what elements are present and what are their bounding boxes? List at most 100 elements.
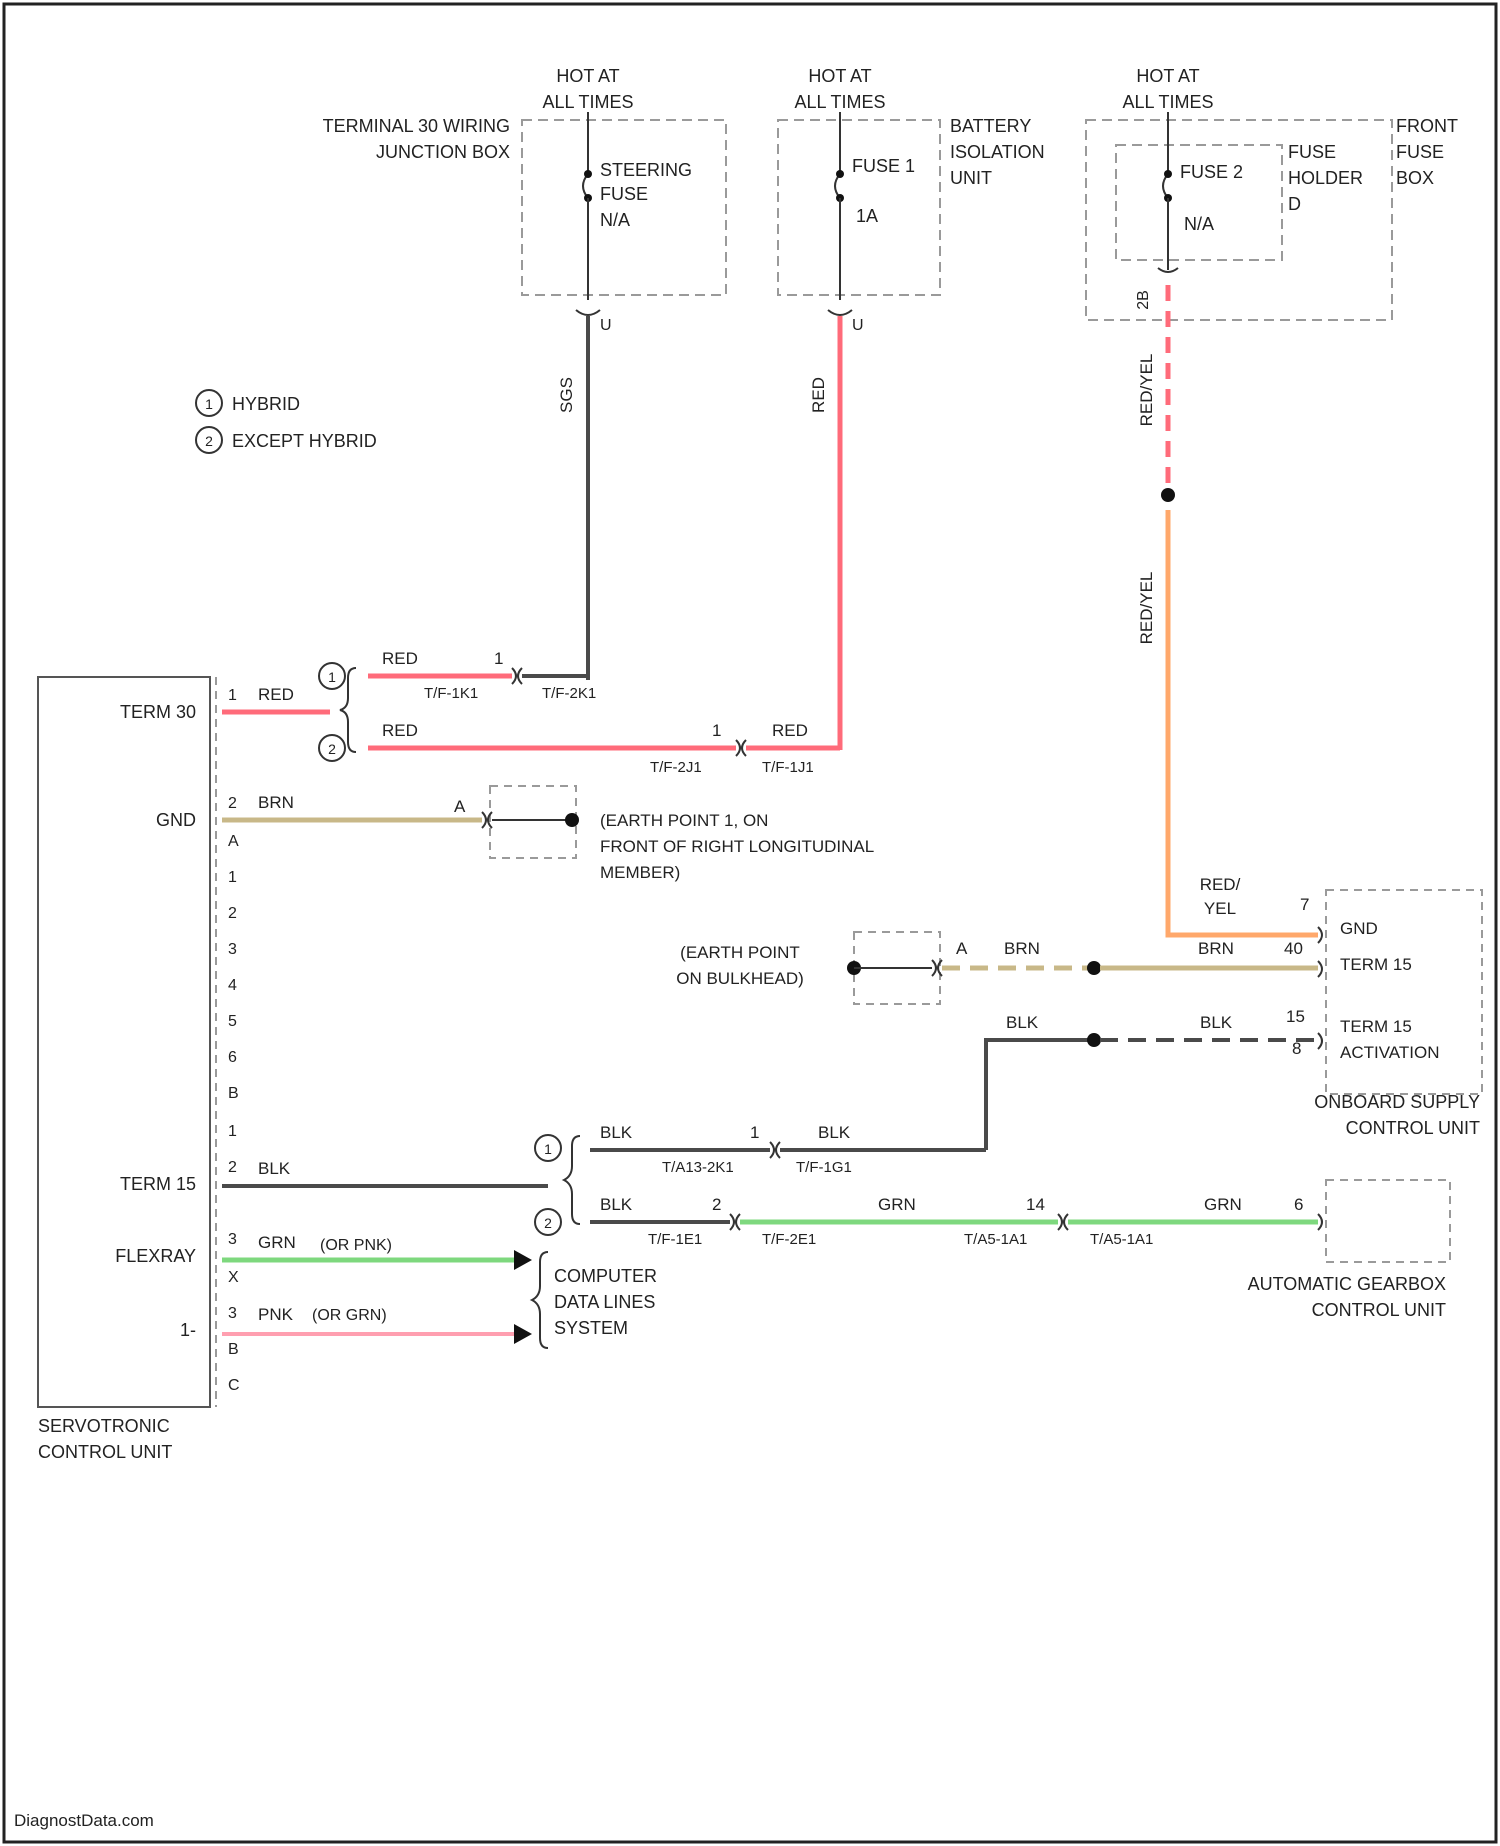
front-fuse-box-title-1: FRONT bbox=[1396, 116, 1458, 136]
pin-2b: 2 bbox=[228, 1159, 237, 1176]
earth2-label-1: (EARTH POINT bbox=[680, 943, 800, 962]
blk-label-mid: BLK bbox=[1200, 1013, 1233, 1032]
pin-c6: 6 bbox=[228, 1049, 237, 1066]
hot-label-3b: ALL TIMES bbox=[1122, 92, 1213, 112]
legend-hybrid: HYBRID bbox=[232, 394, 300, 414]
term15-except-symbol-text: 2 bbox=[544, 1215, 552, 1231]
onboard-connectors bbox=[1318, 927, 1322, 1049]
battery-unit-title-3: UNIT bbox=[950, 168, 992, 188]
pin-1b: 1 bbox=[228, 1123, 237, 1140]
onboard-title-1: ONBOARD SUPPLY bbox=[1314, 1092, 1480, 1112]
front-fuse-box-outline bbox=[1086, 120, 1392, 320]
e-grn-label-2: GRN bbox=[1204, 1195, 1242, 1214]
gearbox-title-2: CONTROL UNIT bbox=[1312, 1300, 1446, 1320]
term15-blk-label: BLK bbox=[258, 1159, 291, 1178]
onboard-supply-control-unit: GND TERM 15 TERM 15 ACTIVATION ONBOARD S… bbox=[1314, 890, 1482, 1138]
pin-c: C bbox=[228, 1377, 240, 1394]
brn-splice bbox=[1087, 961, 1101, 975]
fuse2-node-1 bbox=[1164, 170, 1172, 178]
computer-title-2: DATA LINES bbox=[554, 1292, 655, 1312]
onboard-label-gnd: GND bbox=[1340, 919, 1378, 938]
hot-label-3a: HOT AT bbox=[1136, 66, 1199, 86]
pnk-label: PNK bbox=[258, 1305, 294, 1324]
pin-3: 3 bbox=[228, 1231, 237, 1248]
pin-c4: 4 bbox=[228, 977, 237, 994]
red-pin-7: 7 bbox=[1300, 895, 1309, 914]
gnd-brn-label: BRN bbox=[258, 793, 294, 812]
h-blk-label-2: BLK bbox=[818, 1123, 851, 1142]
e-conn-a: T/F-1E1 bbox=[648, 1231, 702, 1248]
onboard-label-activation: ACTIVATION bbox=[1340, 1043, 1440, 1062]
brn-label-mid: BRN bbox=[1198, 939, 1234, 958]
blk-wire-to-splice bbox=[986, 1040, 1094, 1150]
blk-splice bbox=[1087, 1033, 1101, 1047]
onboard-label-term15: TERM 15 bbox=[1340, 955, 1412, 974]
redyel-label-2: RED/YEL bbox=[1137, 572, 1156, 645]
label-term30: TERM 30 bbox=[120, 702, 196, 722]
gearbox-connector bbox=[1318, 1214, 1322, 1230]
brn-label-top: BRN bbox=[1004, 939, 1040, 958]
earth1-box bbox=[490, 786, 576, 858]
junction-pin: U bbox=[600, 317, 612, 334]
e-grn-pin: 14 bbox=[1026, 1195, 1045, 1214]
pin-c5: 5 bbox=[228, 1013, 237, 1030]
front-fuse-pin: 2B bbox=[1135, 290, 1152, 310]
pin-3b: 3 bbox=[228, 1305, 237, 1322]
e-inline-connector-1 bbox=[730, 1214, 740, 1230]
fuse1-label-1: FUSE 1 bbox=[852, 156, 915, 176]
fuse1-node-1 bbox=[836, 170, 844, 178]
steering-fuse-label-2: FUSE bbox=[600, 184, 648, 204]
earth1-node bbox=[565, 813, 579, 827]
term15-branch-brace bbox=[564, 1136, 580, 1224]
pin-1: 1 bbox=[228, 687, 237, 704]
pin-b: B bbox=[228, 1085, 239, 1102]
earth2-label-2: ON BULKHEAD) bbox=[676, 969, 804, 988]
hybrid-gray-wire bbox=[522, 672, 588, 676]
data-lines-brace bbox=[532, 1252, 548, 1348]
junction-box-title-1: TERMINAL 30 WIRING bbox=[323, 116, 510, 136]
earth2-circuit: (EARTH POINT ON BULKHEAD) A BRN BRN 40 bbox=[676, 932, 1318, 1004]
flexray-arrow bbox=[514, 1250, 532, 1270]
e-grn-label: GRN bbox=[878, 1195, 916, 1214]
except-red-pin: 1 bbox=[712, 721, 721, 740]
connector-symbol bbox=[576, 310, 600, 315]
pin-2: 2 bbox=[228, 795, 237, 812]
earth2-pin: A bbox=[956, 939, 968, 958]
gearbox-title-1: AUTOMATIC GEARBOX bbox=[1248, 1274, 1446, 1294]
onboard-label-term15-2: TERM 15 bbox=[1340, 1017, 1412, 1036]
hybrid-red-label: RED bbox=[382, 649, 418, 668]
battery-pin: U bbox=[852, 317, 864, 334]
earth1-label-3: MEMBER) bbox=[600, 863, 680, 882]
outer-border bbox=[4, 4, 1496, 1842]
fuse-node-1 bbox=[584, 170, 592, 178]
hot-label-1a: HOT AT bbox=[556, 66, 619, 86]
computer-title-1: COMPUTER bbox=[554, 1266, 657, 1286]
onboard-title-2: CONTROL UNIT bbox=[1346, 1118, 1480, 1138]
servotronic-box bbox=[38, 677, 210, 1407]
earth2-connector bbox=[932, 960, 942, 976]
pin-c1: 1 bbox=[228, 869, 237, 886]
hybrid-conn-a: T/F-1K1 bbox=[424, 685, 478, 702]
blk-label-top: BLK bbox=[1006, 1013, 1039, 1032]
hybrid-red-pin: 1 bbox=[494, 649, 503, 668]
pnk-alt-label: (OR GRN) bbox=[312, 1307, 387, 1324]
red-vertical-label: RED bbox=[809, 377, 828, 413]
hybrid-inline-connector bbox=[512, 668, 522, 684]
except-conn-b: T/F-1J1 bbox=[762, 759, 814, 776]
earth1-label-1: (EARTH POINT 1, ON bbox=[600, 811, 768, 830]
blk-activation-circuit: BLK BLK 15 8 bbox=[986, 1007, 1318, 1150]
h-blk-label: BLK bbox=[600, 1123, 633, 1142]
pin-bb: B bbox=[228, 1341, 239, 1358]
red-yel-top: RED/ bbox=[1200, 875, 1241, 894]
footer-watermark: DiagnostData.com bbox=[14, 1811, 154, 1830]
fuse-holder-label-1: FUSE bbox=[1288, 142, 1336, 162]
gnd-circuit: BRN A (EARTH POINT 1, ON FRONT OF RIGHT … bbox=[222, 786, 874, 882]
hot-label-1b: ALL TIMES bbox=[542, 92, 633, 112]
h-conn-b: T/F-1G1 bbox=[796, 1159, 852, 1176]
legend: 1 HYBRID 2 EXCEPT HYBRID bbox=[196, 390, 377, 453]
h-inline-connector bbox=[770, 1142, 780, 1158]
e-conn-d: T/A5-1A1 bbox=[1090, 1231, 1153, 1248]
e-blk-label: BLK bbox=[600, 1195, 633, 1214]
